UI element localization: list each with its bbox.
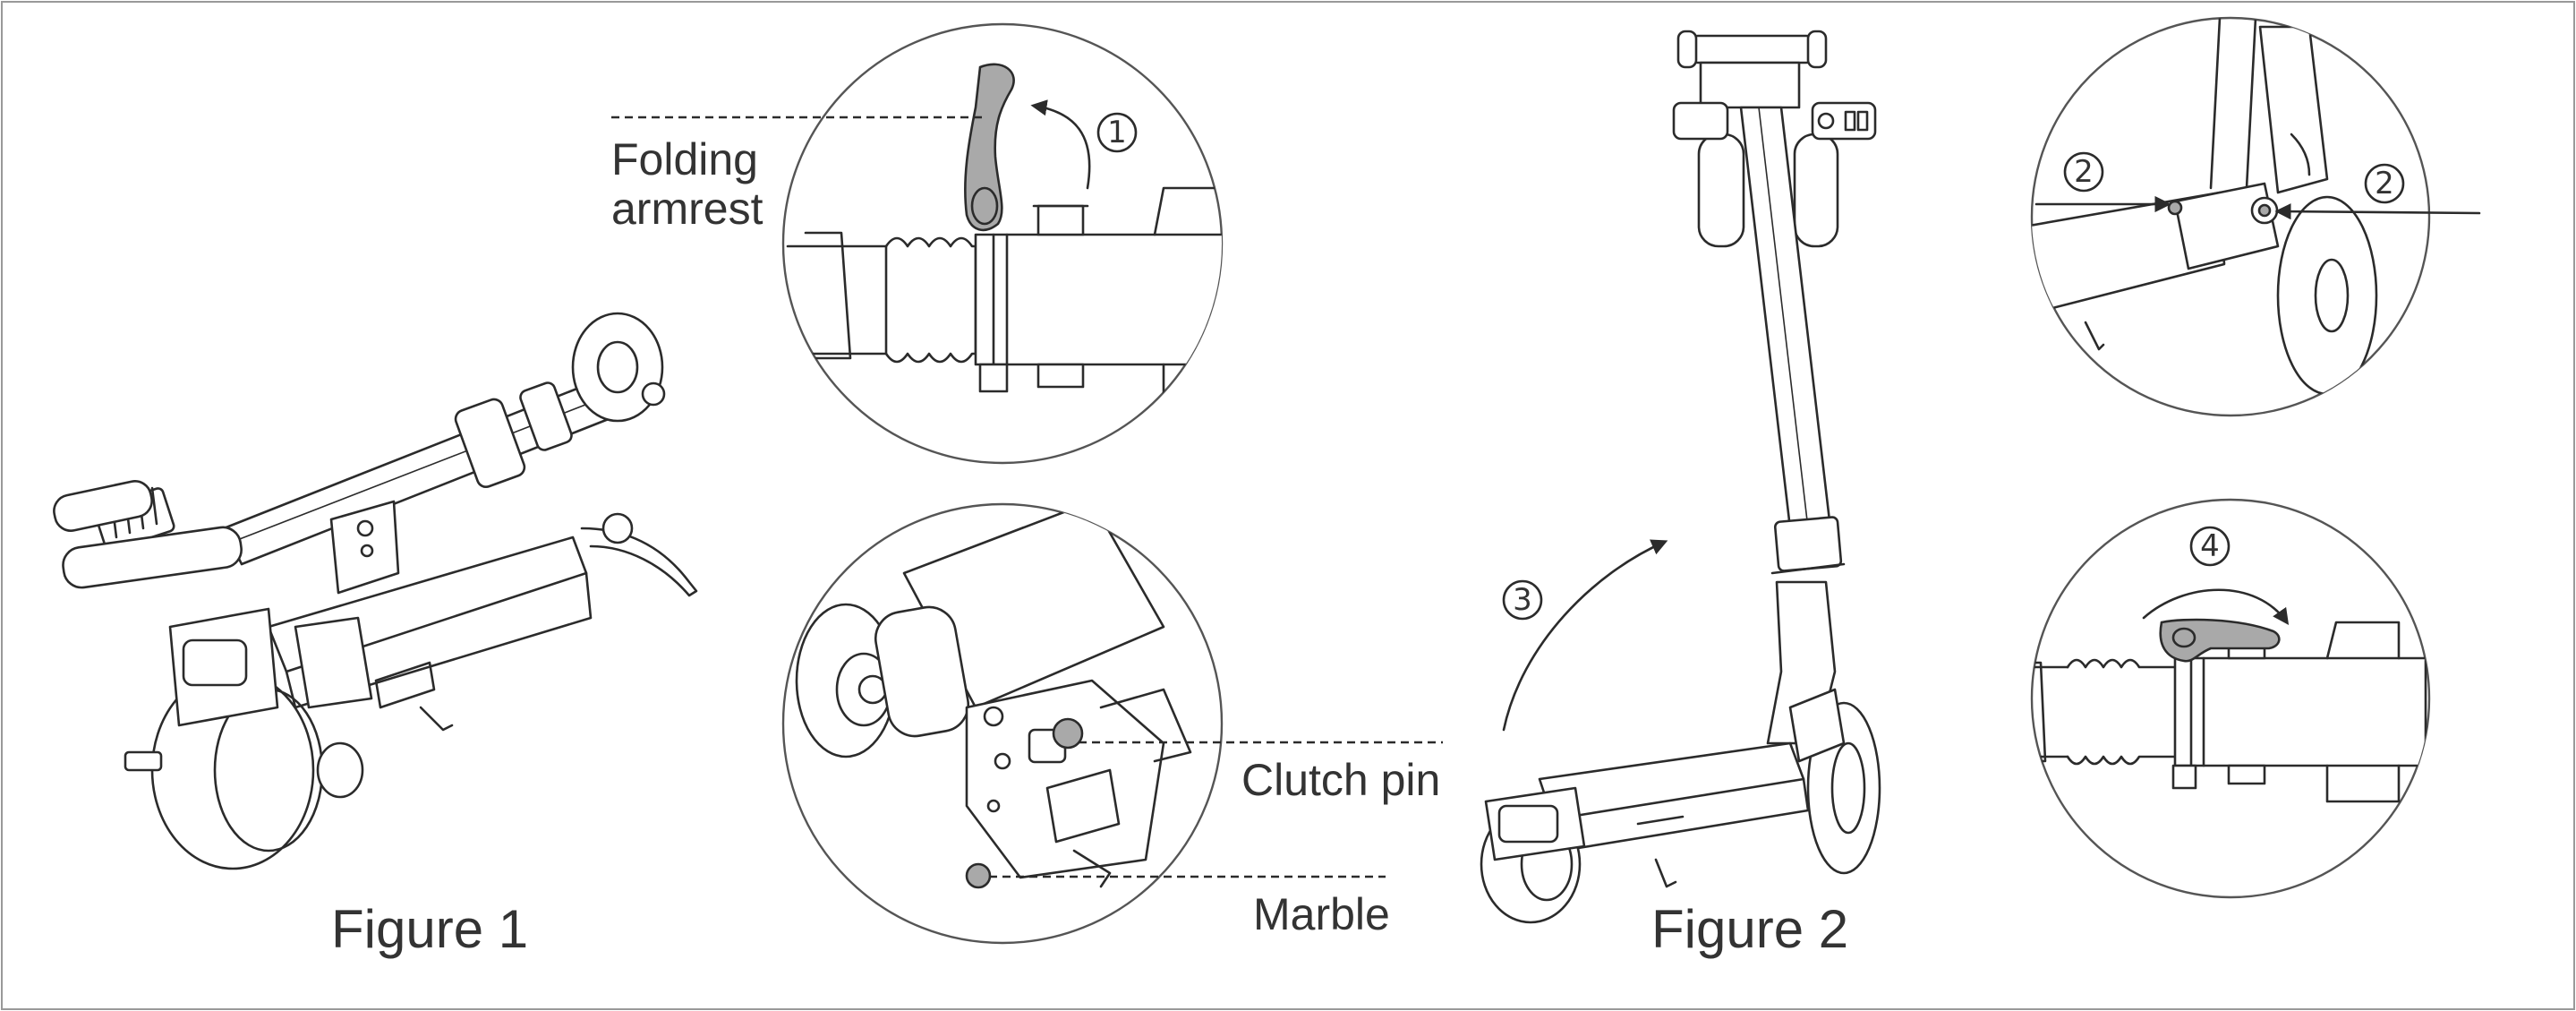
- marble-label: Marble: [1253, 889, 1390, 939]
- figure1-rear-wheel: [124, 607, 364, 870]
- step4-badge: [2189, 526, 2231, 567]
- step1-arrow: [1030, 99, 1091, 190]
- step2-right-badge: [2364, 163, 2405, 204]
- figure2-grip-right: [1793, 133, 1839, 248]
- step1-badge: [1096, 112, 1138, 153]
- figure1-folded-scooter: [53, 312, 698, 870]
- figure2-unfolded-scooter: [1480, 30, 1881, 924]
- step2-left-number: 2: [2074, 154, 2094, 190]
- folding-armrest-lever: [964, 63, 1015, 232]
- step2-right-arrow: [2274, 203, 2481, 220]
- figure1-front-wheel: [571, 312, 664, 423]
- marble: [965, 862, 992, 889]
- step2-left-badge: [2063, 151, 2104, 193]
- step3-badge: [1502, 579, 1543, 621]
- step1-number: 1: [1107, 115, 1127, 150]
- figure1-caption: Figure 1: [331, 899, 528, 959]
- detail-circle-lock-pins: 2 2: [2030, 16, 2481, 417]
- detail-circle-armrest-closed: 4: [2030, 498, 2431, 899]
- clutch-pin: [1052, 717, 1084, 750]
- clutch-pin-label: Clutch pin: [1241, 755, 1440, 805]
- lock-pin-left: [2167, 200, 2183, 216]
- figure2-caption: Figure 2: [1651, 899, 1848, 959]
- figure1-grip-left: [62, 526, 243, 589]
- figure2-grip-left: [1697, 133, 1745, 248]
- figure2-handlebar: [1685, 34, 1819, 64]
- step4-number: 4: [2200, 528, 2220, 564]
- lock-pin-right: [2257, 203, 2272, 218]
- step3-number: 3: [1513, 582, 1532, 618]
- step3-arrow: [1502, 539, 1668, 732]
- step2-right-number: 2: [2375, 166, 2394, 201]
- figure1-grip-right: [53, 480, 153, 532]
- detail-circle-clutch: [781, 502, 1224, 945]
- detail-circle-armrest: 1: [781, 22, 1224, 465]
- folding-armrest-label-line2: armrest: [611, 184, 763, 234]
- step4-arrow: [2142, 588, 2290, 625]
- folding-armrest-label-line1: Folding: [611, 134, 758, 184]
